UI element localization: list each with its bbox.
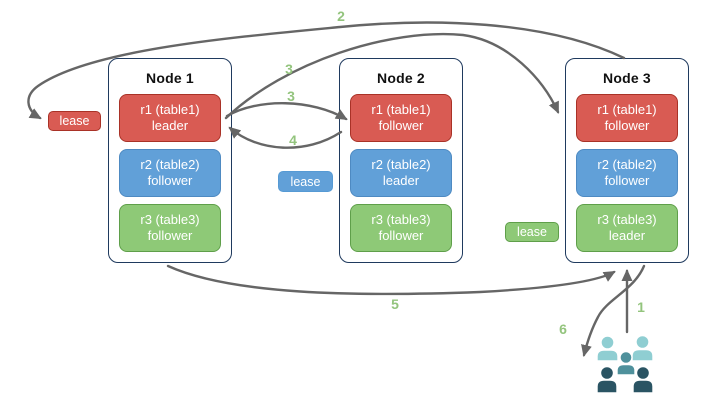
step-label-3b: 3 — [287, 88, 295, 104]
replica-role: follower — [378, 228, 424, 243]
node-3: Node 3 r1 (table1) follower r2 (table2) … — [565, 58, 689, 263]
replica-name: r1 (table1) — [140, 101, 200, 117]
step-label-4: 4 — [289, 132, 297, 148]
node-1-title: Node 1 — [146, 70, 194, 86]
users-group-icon — [596, 334, 654, 394]
user-figure-top-left — [596, 335, 619, 362]
arrow-step-4-node2-to-leader — [228, 126, 343, 149]
node-1-replica-r2: r2 (table2) follower — [119, 149, 221, 197]
step-label-6: 6 — [559, 321, 567, 337]
step-label-5: 5 — [391, 296, 399, 312]
node-2-replica-r3: r3 (table3) follower — [350, 204, 452, 252]
replica-role: leader — [608, 228, 646, 243]
step-label-1: 1 — [637, 299, 645, 315]
lease-badge-table3: lease — [505, 222, 559, 242]
replica-name: r2 (table2) — [140, 156, 200, 172]
node-3-replicas: r1 (table1) follower r2 (table2) followe… — [566, 86, 688, 252]
node-3-title: Node 3 — [603, 70, 651, 86]
user-figure-bottom-right — [632, 365, 654, 394]
node-2-title: Node 2 — [377, 70, 425, 86]
step-label-3a: 3 — [285, 61, 293, 77]
node-2-replicas: r1 (table1) follower r2 (table2) leader … — [340, 86, 462, 252]
node-2: Node 2 r1 (table1) follower r2 (table2) … — [339, 58, 463, 263]
node-1: Node 1 r1 (table1) leader r2 (table2) fo… — [108, 58, 232, 263]
arrow-step-5-node1-to-node3 — [166, 264, 616, 296]
node-3-replica-r1: r1 (table1) follower — [576, 94, 678, 142]
replica-name: r3 (table3) — [597, 211, 657, 227]
replica-role: follower — [147, 228, 193, 243]
node-1-replica-r3: r3 (table3) follower — [119, 204, 221, 252]
user-figure-top-right — [631, 334, 654, 362]
node-3-replica-r3: r3 (table3) leader — [576, 204, 678, 252]
lease-badge-table1: lease — [48, 111, 101, 131]
replica-name: r2 (table2) — [371, 156, 431, 172]
node-3-replica-r2: r2 (table2) follower — [576, 149, 678, 197]
node-1-replicas: r1 (table1) leader r2 (table2) follower … — [109, 86, 231, 252]
arrow-step-3-leader-to-node2 — [225, 102, 348, 121]
replica-name: r2 (table2) — [597, 156, 657, 172]
replica-name: r3 (table3) — [371, 211, 431, 227]
replica-name: r1 (table1) — [371, 101, 431, 117]
replica-role: leader — [151, 118, 189, 133]
node-2-replica-r1: r1 (table1) follower — [350, 94, 452, 142]
replica-name: r1 (table1) — [597, 101, 657, 117]
node-2-replica-r2: r2 (table2) leader — [350, 149, 452, 197]
step-label-2: 2 — [337, 8, 345, 24]
replica-role: follower — [378, 118, 424, 133]
replica-role: follower — [147, 173, 193, 188]
node-1-replica-r1: r1 (table1) leader — [119, 94, 221, 142]
lease-badge-table2: lease — [278, 171, 333, 192]
replica-role: follower — [604, 173, 650, 188]
replica-role: follower — [604, 118, 650, 133]
user-figure-bottom-left — [596, 365, 618, 394]
replica-role: leader — [382, 173, 420, 188]
replica-name: r3 (table3) — [140, 211, 200, 227]
